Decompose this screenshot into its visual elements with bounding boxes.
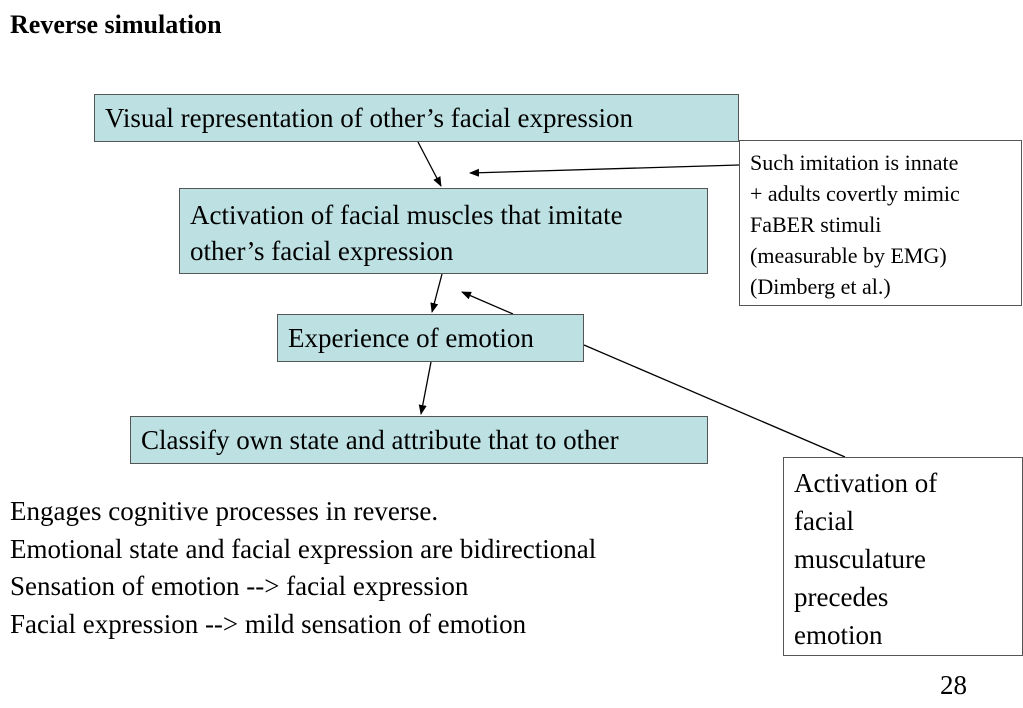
visual-representation-label: Visual representation of other’s facial … xyxy=(105,103,633,133)
musculature-note-line: precedes xyxy=(794,582,889,612)
slide-body-text: Engages cognitive processes in reverse. … xyxy=(10,493,596,643)
slide-title: Reverse simulation xyxy=(10,10,222,39)
body-line: Emotional state and facial expression ar… xyxy=(10,533,597,564)
musculature-note-line: facial xyxy=(794,506,854,536)
classify-state-label: Classify own state and attribute that to… xyxy=(141,425,619,455)
innate-note-line: + adults covertly mimic xyxy=(750,181,960,206)
arrow-activation-to-experience xyxy=(430,273,443,313)
classify-state-box: Classify own state and attribute that to… xyxy=(130,416,708,464)
musculature-note-line: emotion xyxy=(794,620,883,650)
body-line: Engages cognitive processes in reverse. xyxy=(10,496,439,526)
visual-representation-box: Visual representation of other’s facial … xyxy=(94,94,739,142)
innate-note-line: (Dimberg et al.) xyxy=(750,274,891,299)
muscle-activation-box: Activation of facial muscles that imitat… xyxy=(179,188,708,274)
page-number: 28 xyxy=(940,670,967,700)
musculature-precedes-emotion-note: Activation of facial musculature precede… xyxy=(783,457,1023,656)
arrow-experience-to-classify xyxy=(418,361,432,415)
body-line: Sensation of emotion --> facial expressi… xyxy=(10,571,469,601)
musculature-note-line: musculature xyxy=(794,544,926,574)
arrow-visual-to-activation xyxy=(417,141,442,187)
muscle-activation-label-line-2: other’s facial expression xyxy=(190,236,454,266)
muscle-activation-label-line-1: Activation of facial muscles that imitat… xyxy=(190,200,623,230)
innate-note-line: FaBER stimuli xyxy=(750,212,882,237)
experience-of-emotion-box: Experience of emotion xyxy=(277,314,584,362)
innate-note-line: Such imitation is innate xyxy=(750,150,959,175)
body-line: Facial expression --> mild sensation of … xyxy=(10,608,527,639)
arrow-experience-to-activation xyxy=(461,291,514,315)
innate-imitation-note: Such imitation is innate + adults covert… xyxy=(739,140,1022,306)
musculature-note-line: Activation of xyxy=(794,468,938,498)
arrow-note-to-flow xyxy=(469,164,740,177)
experience-of-emotion-label: Experience of emotion xyxy=(288,323,534,353)
innate-note-line: (measurable by EMG) xyxy=(750,243,947,268)
